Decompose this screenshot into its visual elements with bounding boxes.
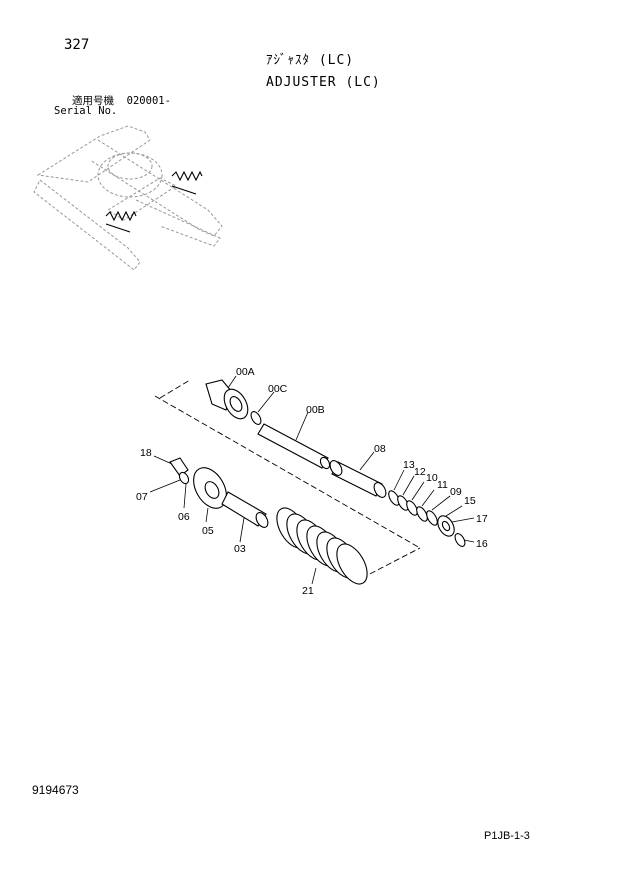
overview-springs (105, 170, 203, 233)
serial-value: 020001- (126, 95, 171, 107)
page-number: 327 (64, 37, 90, 53)
label-12: 12 (414, 466, 426, 478)
part-09 (426, 510, 438, 526)
part-00C (250, 411, 262, 425)
serial-label-jp: 適用号機 020001- (72, 96, 171, 107)
serial-label-jp-text: 適用号機 (72, 95, 114, 107)
assembly-axis-end (361, 547, 421, 579)
label-07: 07 (136, 491, 148, 503)
label-00A: 00A (236, 366, 255, 378)
callout-labels: 00A 00C 00B 08 13 12 10 11 09 15 17 16 1… (136, 366, 488, 597)
part-15 (437, 515, 455, 537)
part-16 (454, 533, 466, 547)
part-12 (397, 495, 409, 511)
serial-label-en: Serial No. (54, 105, 118, 117)
label-15: 15 (464, 495, 476, 507)
label-08: 08 (374, 443, 386, 455)
label-17: 17 (476, 513, 488, 525)
part-21 (276, 507, 368, 585)
undercarriage-overview (33, 125, 223, 271)
page-code: P1JB-1-3 (484, 830, 530, 842)
figure-number: 9194673 (32, 783, 79, 797)
title-english: ADJUSTER (LC) (266, 75, 381, 90)
label-16: 16 (476, 538, 488, 550)
label-09: 09 (450, 486, 462, 498)
label-18: 18 (140, 447, 152, 459)
label-11: 11 (437, 479, 448, 491)
label-21: 21 (302, 585, 314, 597)
label-10: 10 (426, 472, 438, 484)
label-05: 05 (202, 525, 214, 537)
label-00B: 00B (306, 404, 325, 416)
assembly-axis (154, 395, 421, 549)
label-03: 03 (234, 543, 246, 555)
part-05 (193, 467, 227, 509)
part-13 (388, 490, 400, 506)
title-japanese: ｱｼﾞｬｽﾀ (LC) (266, 53, 355, 68)
part-18 (169, 457, 189, 477)
part-10 (406, 500, 418, 516)
part-07 (178, 471, 190, 485)
leader-lines (149, 375, 475, 585)
part-00A (205, 379, 249, 420)
part-03 (221, 491, 269, 528)
assembly-axis-short (159, 379, 191, 399)
part-00B (257, 423, 331, 470)
label-13: 13 (403, 459, 415, 471)
part-11 (416, 506, 428, 522)
label-00C: 00C (268, 383, 288, 395)
label-06: 06 (178, 511, 190, 523)
part-08 (329, 460, 387, 498)
